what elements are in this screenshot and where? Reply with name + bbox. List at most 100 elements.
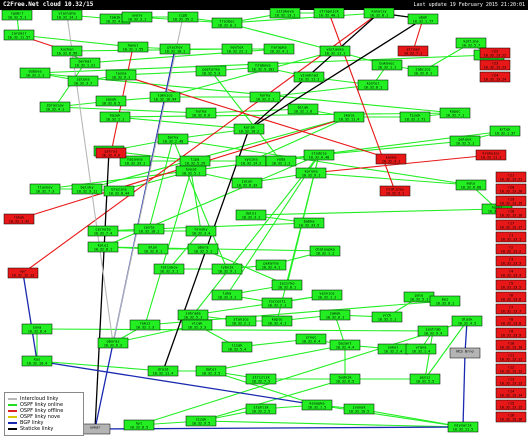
router-node[interactable]: NCS Brno (449, 347, 481, 359)
router-node[interactable]: uvkar (79, 423, 111, 435)
